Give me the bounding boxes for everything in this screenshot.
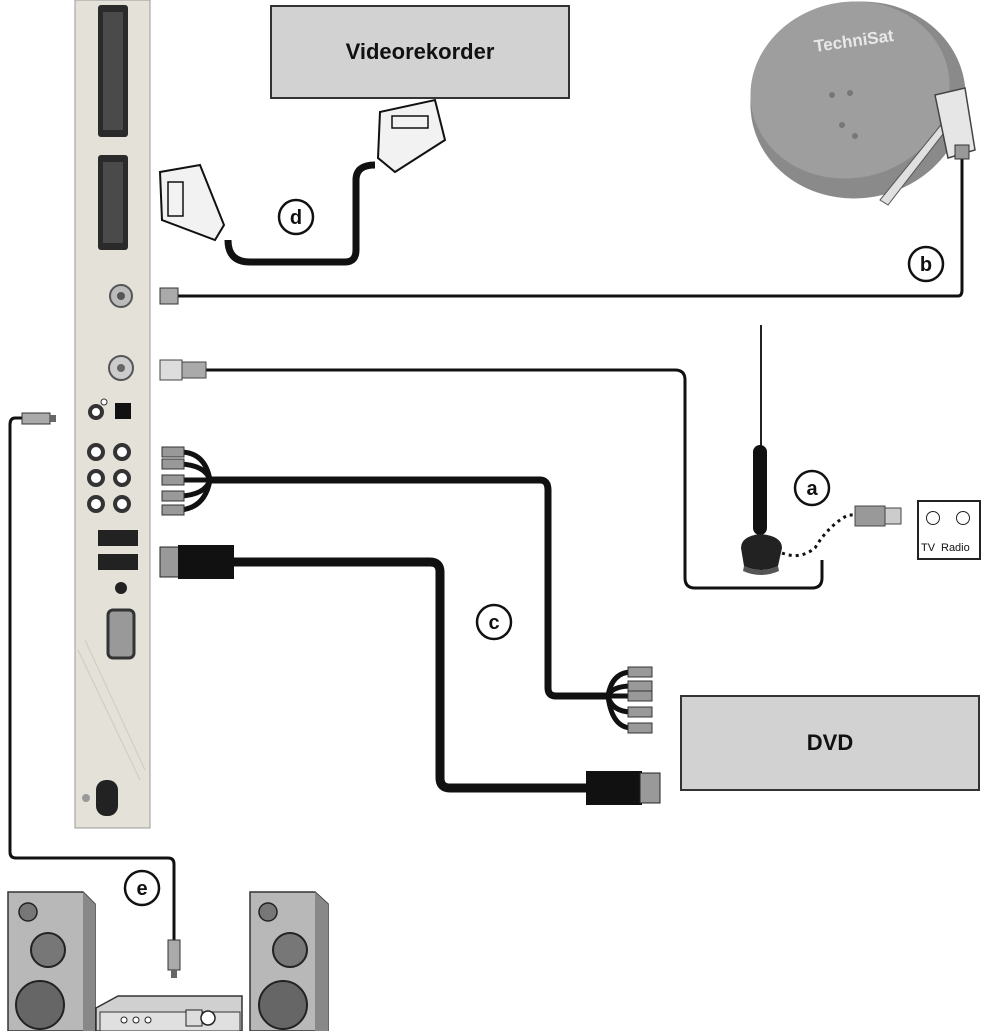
- sat-input-socket: [109, 284, 133, 308]
- tv-socket-label: TV: [921, 542, 936, 554]
- cable-b: [175, 150, 964, 298]
- marker-a: a: [793, 469, 831, 507]
- cable-c-hdmi: [232, 557, 588, 793]
- svg-text:a: a: [806, 478, 818, 500]
- antenna-input-socket: [108, 355, 134, 381]
- antenna-wall-socket: TV Radio: [917, 500, 981, 560]
- videorecorder-box: Videorekorder: [270, 5, 570, 99]
- optical-socket: [115, 403, 131, 419]
- power-socket: [96, 780, 118, 816]
- cable-d: [224, 161, 376, 266]
- svg-text:d: d: [290, 207, 302, 229]
- radio-socket-hole: [956, 511, 970, 525]
- power-led: [82, 794, 90, 802]
- cable-a: [205, 368, 824, 590]
- vga-socket: [106, 608, 136, 660]
- dvd-box: DVD: [680, 695, 980, 791]
- scart-plug-right: [376, 98, 447, 174]
- dvd-label: DVD: [806, 730, 854, 755]
- hdmi-plug-right: [586, 771, 661, 805]
- svg-text:c: c: [488, 612, 499, 634]
- antenna-plug-tv: [159, 359, 207, 381]
- sat-f-connector: [159, 287, 179, 305]
- cable-e: [8, 416, 176, 950]
- marker-e: e: [123, 869, 161, 907]
- rca-plugs-right: [605, 666, 653, 734]
- radio-socket-label: Radio: [941, 542, 970, 554]
- marker-c: c: [475, 603, 513, 641]
- cable-c-rca: [210, 476, 608, 700]
- antenna-dotted-cable: [781, 513, 860, 558]
- audio-out-socket: [88, 398, 108, 420]
- scart-socket-1: [98, 5, 128, 137]
- videorecorder-label: Videorekorder: [345, 39, 495, 64]
- audio-plug-tv: [21, 412, 56, 425]
- satellite-dish: [750, 1, 976, 206]
- marker-d: d: [277, 198, 315, 236]
- speaker-right: [249, 891, 329, 1031]
- rca-plugs-left: [161, 446, 213, 516]
- indoor-antenna: [741, 325, 782, 575]
- speaker-left: [7, 891, 96, 1031]
- rca-sockets: [87, 443, 131, 513]
- svg-text:b: b: [920, 254, 932, 276]
- service-socket: [115, 582, 127, 594]
- antenna-plug-wall: [854, 505, 902, 527]
- hifi-receiver: [95, 995, 243, 1031]
- marker-b: b: [907, 245, 945, 283]
- tv-back-panel: [74, 0, 151, 829]
- scart-socket-2: [98, 155, 128, 250]
- scart-plug-left: [158, 163, 226, 242]
- hdmi-sockets: [98, 530, 138, 570]
- hdmi-plug-left: [159, 545, 234, 579]
- audio-plug-hifi: [167, 939, 181, 978]
- tv-socket-hole: [926, 511, 940, 525]
- svg-text:e: e: [136, 878, 147, 900]
